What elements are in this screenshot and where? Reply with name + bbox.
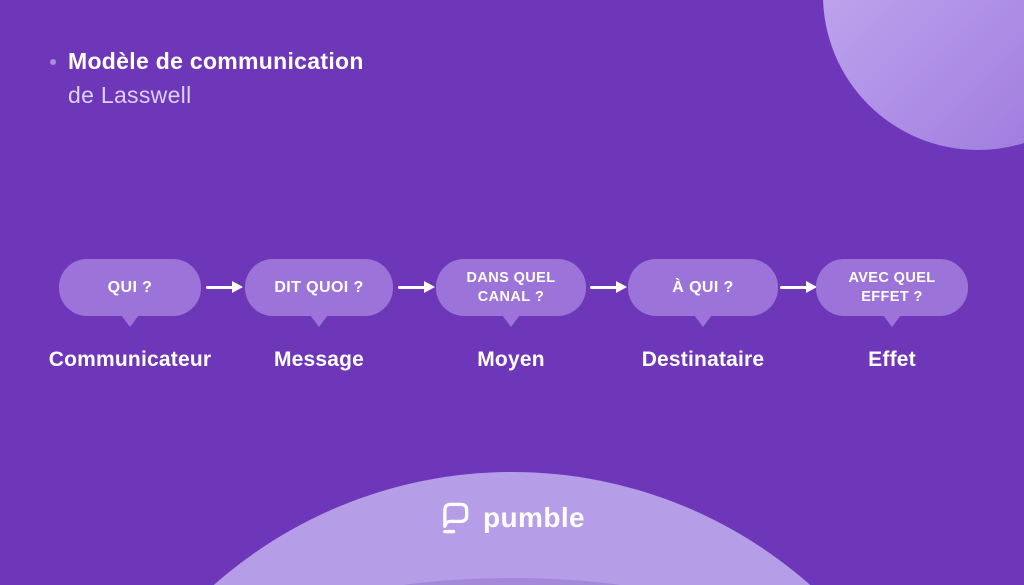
bubble-tail [694, 315, 712, 327]
step-channel: DANS QUEL CANAL ? Moyen [436, 259, 586, 371]
arrow-line [780, 286, 809, 289]
decorative-circle-top-right [823, 0, 1024, 150]
speech-bubble-says-what: DIT QUOI ? [245, 259, 393, 327]
title-bullet-dot [50, 59, 56, 65]
step-message: DIT QUOI ? Message [245, 259, 393, 371]
arrow-head [616, 281, 627, 293]
page-title: Modèle de communication [68, 48, 364, 74]
step-communicator: QUI ? Communicateur [49, 259, 211, 371]
step-effect: AVEC QUEL EFFET ? Effet [816, 259, 968, 371]
step-label-message: Message [273, 348, 365, 371]
bubble-tail [502, 315, 520, 327]
speech-bubble-who: QUI ? [59, 259, 201, 327]
arrow-line [590, 286, 619, 289]
decorative-ellipse-bottom [332, 578, 692, 585]
step-label-effect: Effet [868, 348, 916, 371]
bubble-tail [121, 315, 139, 327]
speech-bubble-to-whom: À QUI ? [628, 259, 778, 327]
bubble-question: DANS QUEL CANAL ? [466, 270, 556, 305]
arrow-head [232, 281, 243, 293]
bubble-question: DIT QUOI ? [274, 278, 364, 296]
arrow-head [806, 281, 817, 293]
arrow-right-icon [206, 281, 243, 294]
step-receiver: À QUI ? Destinataire [628, 259, 778, 371]
bubble-question: QUI ? [107, 278, 153, 296]
step-label-receiver: Destinataire [641, 348, 765, 371]
pumble-speech-bubble-icon [443, 502, 469, 534]
arrow-right-icon [780, 281, 817, 294]
arrow-head [424, 281, 435, 293]
arrow-line [398, 286, 427, 289]
arrow-right-icon [398, 281, 435, 294]
bubble-question: À QUI ? [672, 278, 734, 296]
speech-bubble-what-effect: AVEC QUEL EFFET ? [816, 259, 968, 327]
pumble-brand-text: pumble [483, 501, 585, 533]
bubble-tail [310, 315, 328, 327]
pumble-logo: pumble [439, 500, 585, 535]
arrow-line [206, 286, 235, 289]
bubble-tail [883, 315, 901, 327]
step-label-communicator: Communicateur [48, 348, 212, 371]
arrow-right-icon [590, 281, 627, 294]
step-label-channel: Moyen [477, 348, 545, 371]
page-subtitle: de Lasswell [68, 82, 192, 108]
bubble-question: AVEC QUEL EFFET ? [848, 270, 936, 305]
speech-bubble-which-channel: DANS QUEL CANAL ? [436, 259, 586, 327]
